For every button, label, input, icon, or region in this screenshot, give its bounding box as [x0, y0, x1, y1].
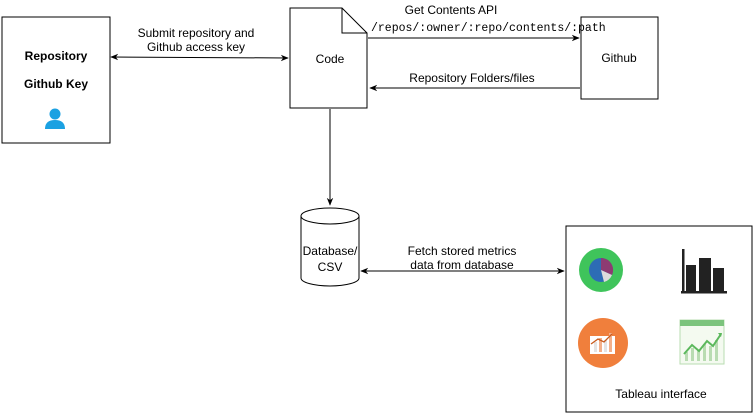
edge-repository-code: Submit repository and Github access key	[110, 26, 289, 62]
report-chart-icon	[578, 318, 628, 368]
edge-label-submit-line1: Submit repository and	[138, 26, 255, 40]
code-label: Code	[316, 52, 345, 66]
tableau-node: Tableau interface	[565, 225, 753, 413]
repository-node: Repository Github Key	[1, 16, 111, 144]
edge-label-repo-folders: Repository Folders/files	[409, 71, 534, 85]
edge-database-tableau: Fetch stored metrics data from database	[360, 244, 565, 275]
edge-label-get-contents: Get Contents API	[405, 3, 498, 17]
bar-chart-icon	[681, 249, 727, 294]
edge-code-github: Get Contents API /repos/:owner/:repo/con…	[368, 3, 606, 42]
edge-label-api-path: /repos/:owner/:repo/contents/:path	[371, 22, 606, 35]
growth-chart-icon	[679, 319, 725, 365]
database-node: Database/ CSV	[300, 207, 360, 287]
edge-label-fetch-line1: Fetch stored metrics	[408, 244, 517, 258]
github-key-label: Github Key	[24, 77, 88, 91]
user-icon	[45, 108, 65, 129]
csv-label: CSV	[318, 260, 343, 274]
tableau-label: Tableau interface	[615, 387, 707, 401]
edge-label-submit-line2: Github access key	[147, 40, 245, 54]
pie-chart-icon	[579, 248, 623, 292]
database-label: Database/	[303, 244, 358, 258]
github-node: Github	[580, 16, 659, 100]
edge-label-fetch-line2: data from database	[410, 258, 514, 272]
code-node: Code	[289, 7, 368, 109]
repository-label: Repository	[25, 49, 88, 63]
github-label: Github	[601, 51, 637, 65]
edge-github-code: Repository Folders/files	[369, 71, 580, 92]
